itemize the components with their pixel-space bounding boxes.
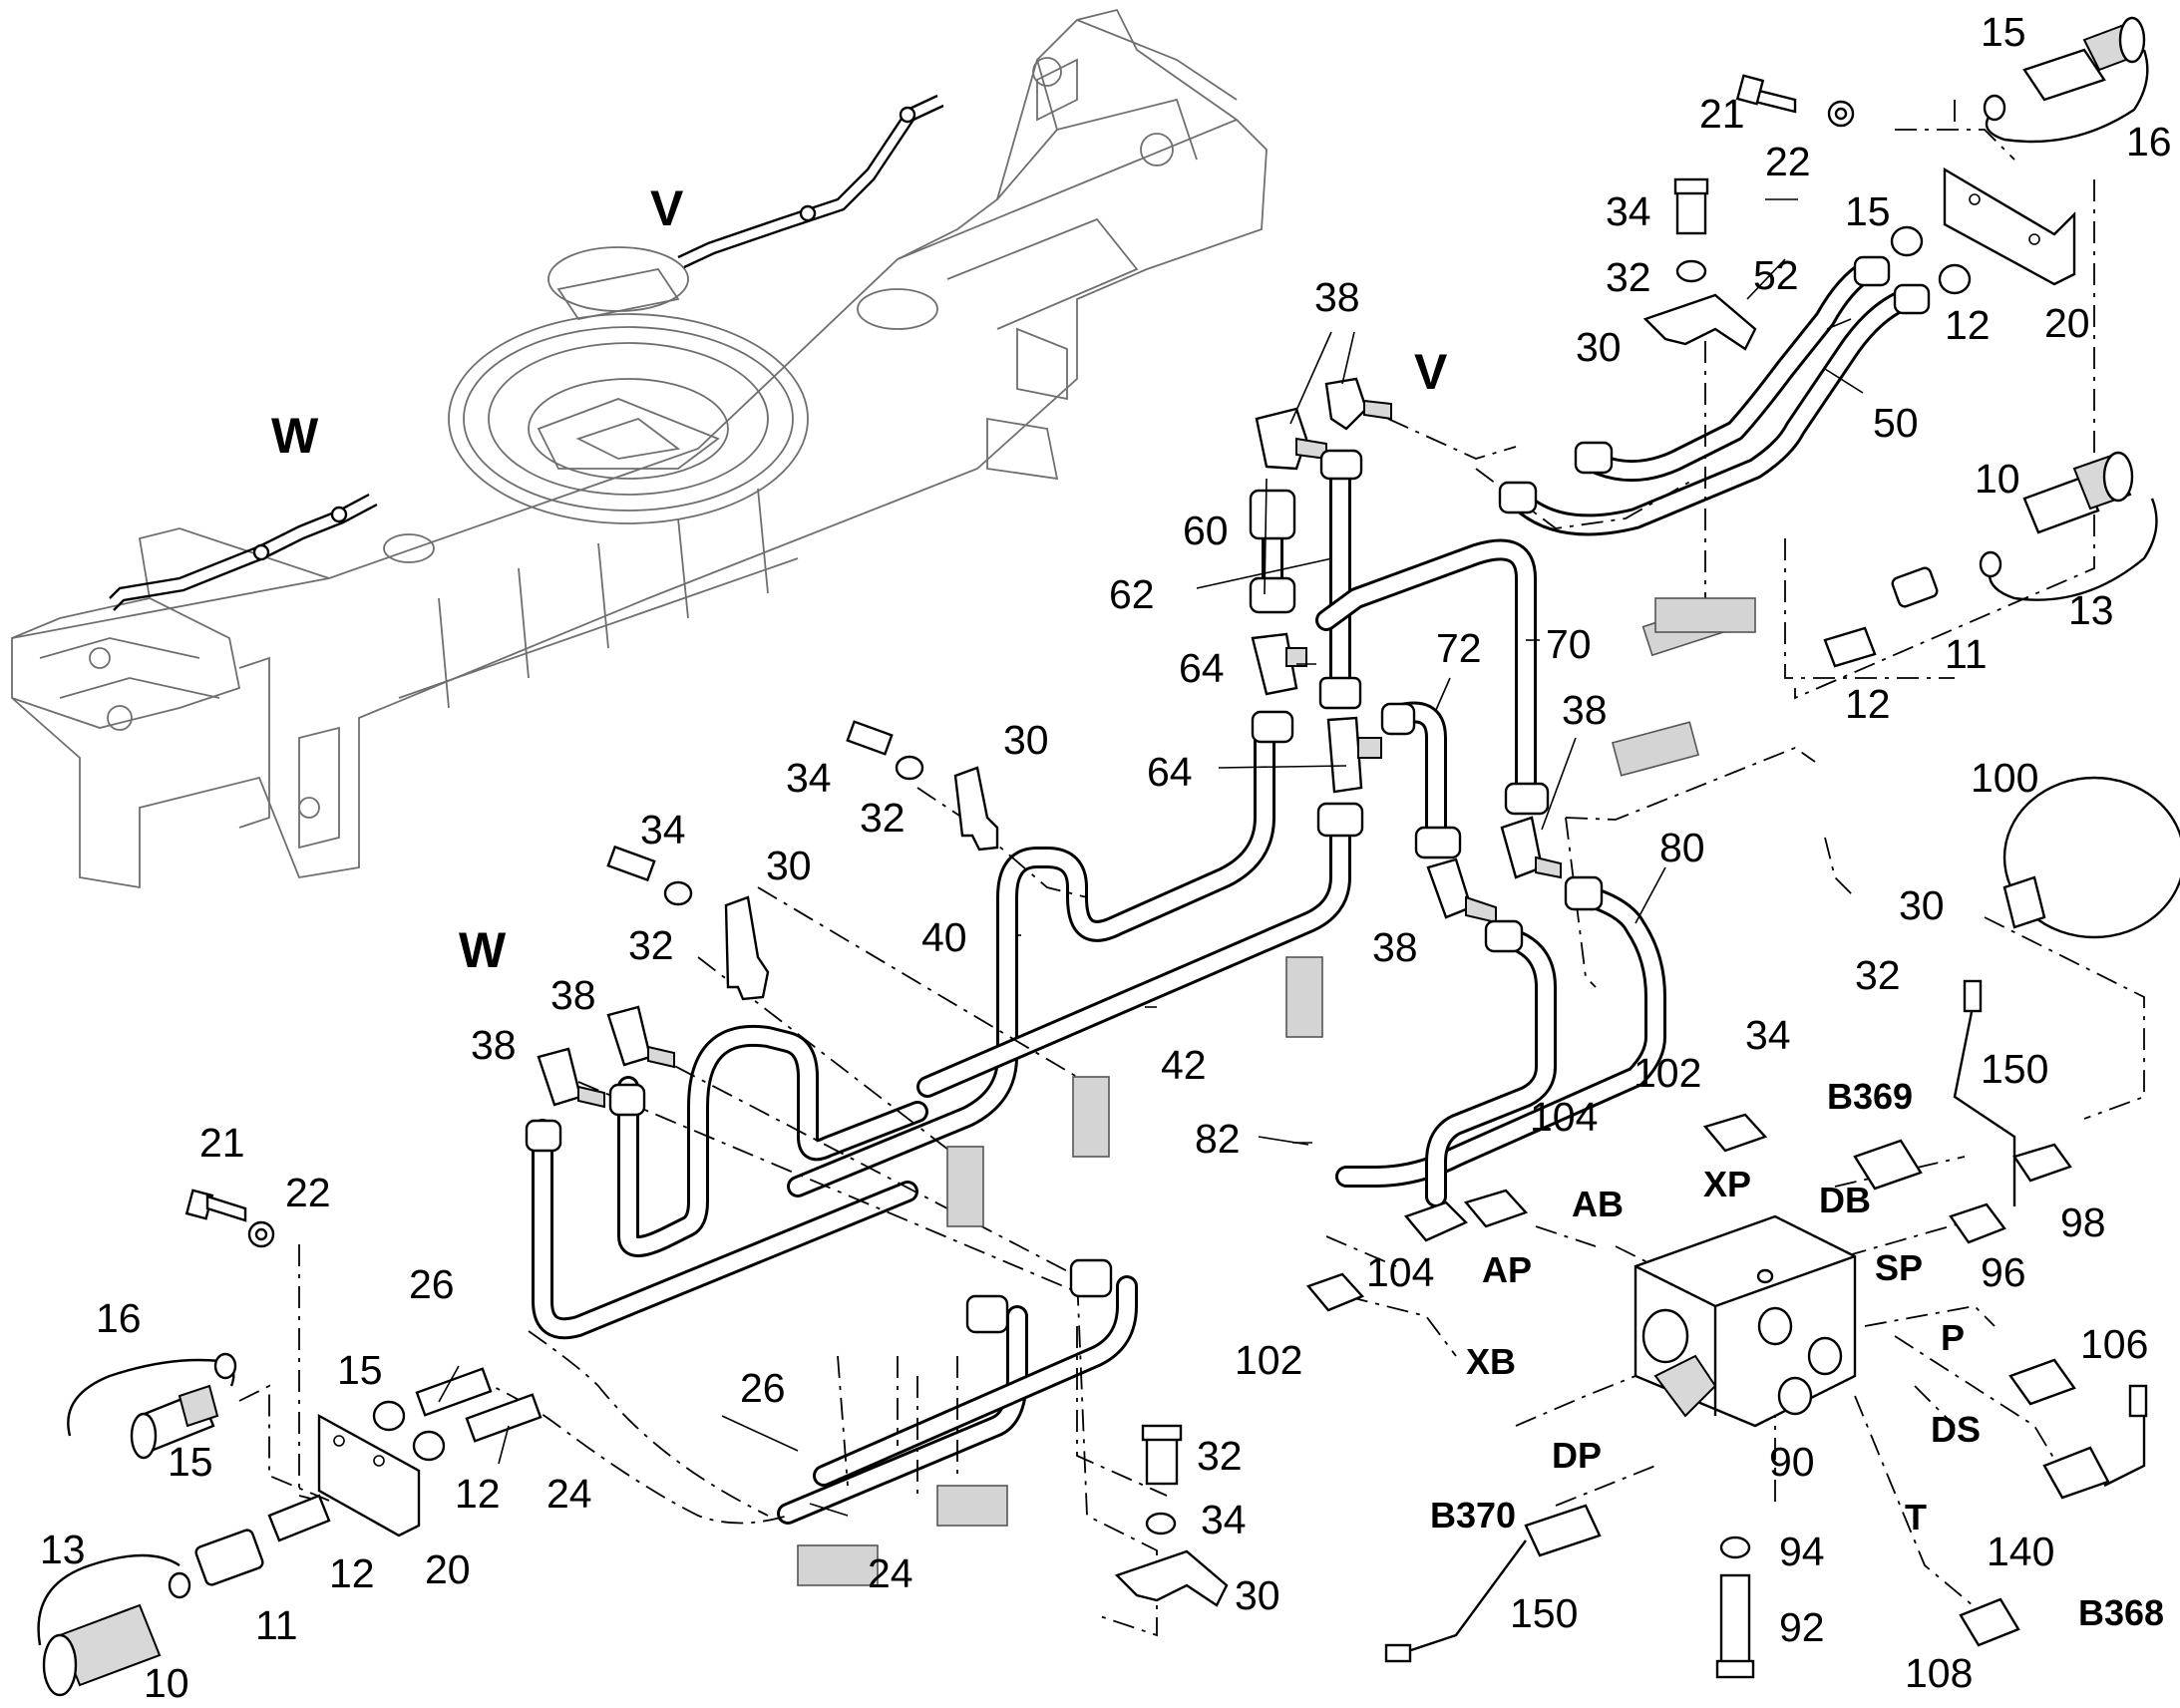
callout-38: 38 (1562, 687, 1608, 733)
callout-12: 12 (329, 1550, 375, 1596)
callout-140: 140 (1987, 1529, 2054, 1574)
callout-22: 22 (285, 1170, 331, 1215)
callout-38: 38 (1372, 924, 1418, 970)
port-p: P (1941, 1317, 1965, 1358)
callout-82: 82 (1195, 1116, 1241, 1162)
callout-72: 72 (1436, 625, 1482, 671)
callout-102: 102 (1634, 1050, 1701, 1096)
port-xp: XP (1703, 1164, 1751, 1204)
callout-60: 60 (1183, 508, 1229, 553)
callout-96: 96 (1981, 1249, 2026, 1295)
sensor-b370: B370 (1430, 1495, 1516, 1536)
callout-24: 24 (868, 1550, 913, 1596)
callout-22: 22 (1765, 139, 1811, 184)
callout-34: 34 (1606, 188, 1651, 234)
callout-34: 34 (640, 807, 686, 853)
callout-30: 30 (1003, 717, 1049, 763)
callout-30: 30 (1235, 1572, 1280, 1618)
port-db: DB (1819, 1180, 1871, 1220)
callout-32: 32 (1606, 254, 1651, 300)
callout-26: 26 (409, 1261, 455, 1307)
callout-34: 34 (1745, 1012, 1791, 1058)
port-ds: DS (1931, 1409, 1981, 1450)
view-v-frame: V (650, 180, 684, 236)
view-markers: V W V W (271, 180, 1448, 978)
callout-11: 11 (255, 1602, 298, 1648)
port-labels: AB XP DB AP SP XB P DS DP T B369 B370 B3… (1430, 1076, 2164, 1633)
callout-90: 90 (1769, 1439, 1815, 1485)
port-sp: SP (1875, 1247, 1923, 1288)
callout-12: 12 (1845, 681, 1891, 727)
callout-10: 10 (1975, 456, 2020, 502)
callout-62: 62 (1109, 571, 1155, 617)
view-v-main: V (1414, 344, 1448, 400)
callout-16: 16 (96, 1295, 142, 1341)
callout-38: 38 (550, 972, 596, 1018)
callout-104: 104 (1530, 1094, 1598, 1140)
callout-24: 24 (546, 1471, 592, 1517)
callout-32: 32 (628, 922, 674, 968)
callout-15: 15 (1981, 9, 2026, 55)
callout-80: 80 (1659, 825, 1705, 870)
fittings (37, 16, 2180, 1697)
callout-15: 15 (1845, 188, 1891, 234)
callout-12: 12 (455, 1471, 501, 1517)
leader-lines (438, 198, 1864, 1517)
callout-64: 64 (1179, 645, 1225, 691)
callout-50: 50 (1873, 400, 1919, 446)
callout-15: 15 (168, 1439, 213, 1485)
callout-26: 26 (740, 1365, 786, 1411)
callout-102: 102 (1235, 1337, 1302, 1383)
callout-labels: 15 16 21 22 34 32 30 15 52 12 20 50 38 6… (40, 9, 2172, 1706)
callout-30: 30 (1899, 882, 1945, 928)
callout-38: 38 (471, 1022, 517, 1068)
callout-21: 21 (1699, 91, 1745, 137)
port-ap: AP (1482, 1249, 1532, 1290)
callout-150: 150 (1981, 1046, 2048, 1092)
callout-108: 108 (1905, 1650, 1973, 1696)
callout-11: 11 (1945, 631, 1988, 677)
port-ab: AB (1572, 1184, 1624, 1224)
callout-98: 98 (2060, 1199, 2106, 1245)
sensor-b369: B369 (1827, 1076, 1913, 1117)
view-w-main: W (459, 922, 507, 978)
callout-34: 34 (786, 755, 832, 801)
callout-42: 42 (1161, 1042, 1207, 1088)
callout-38: 38 (1314, 274, 1360, 320)
callout-20: 20 (425, 1546, 471, 1592)
callout-32: 32 (1197, 1433, 1243, 1479)
callout-20: 20 (2044, 300, 2090, 346)
port-xb: XB (1466, 1341, 1516, 1382)
view-w-frame: W (271, 408, 319, 464)
callout-40: 40 (921, 914, 967, 960)
callout-100: 100 (1971, 755, 2038, 801)
port-t: T (1905, 1497, 1927, 1537)
callout-32: 32 (860, 795, 906, 841)
callout-104: 104 (1366, 1249, 1434, 1295)
callout-13: 13 (40, 1527, 86, 1572)
callout-21: 21 (199, 1120, 245, 1166)
callout-150: 150 (1510, 1590, 1578, 1636)
sensor-b368: B368 (2078, 1592, 2164, 1633)
callout-13: 13 (2068, 587, 2114, 633)
callout-30: 30 (1576, 324, 1622, 370)
callout-34: 34 (1201, 1497, 1247, 1542)
callout-70: 70 (1546, 621, 1592, 667)
callout-64: 64 (1147, 749, 1193, 795)
callout-15: 15 (337, 1347, 383, 1393)
callout-92: 92 (1779, 1604, 1825, 1650)
callout-32: 32 (1855, 952, 1901, 998)
callout-10: 10 (144, 1660, 189, 1706)
chassis-frame (11, 8, 1268, 889)
port-dp: DP (1552, 1435, 1602, 1476)
callout-106: 106 (2080, 1321, 2148, 1367)
callout-12: 12 (1945, 302, 1991, 348)
callout-94: 94 (1779, 1529, 1825, 1574)
callout-30: 30 (766, 843, 812, 888)
callout-52: 52 (1753, 252, 1799, 298)
callout-16: 16 (2126, 119, 2172, 165)
